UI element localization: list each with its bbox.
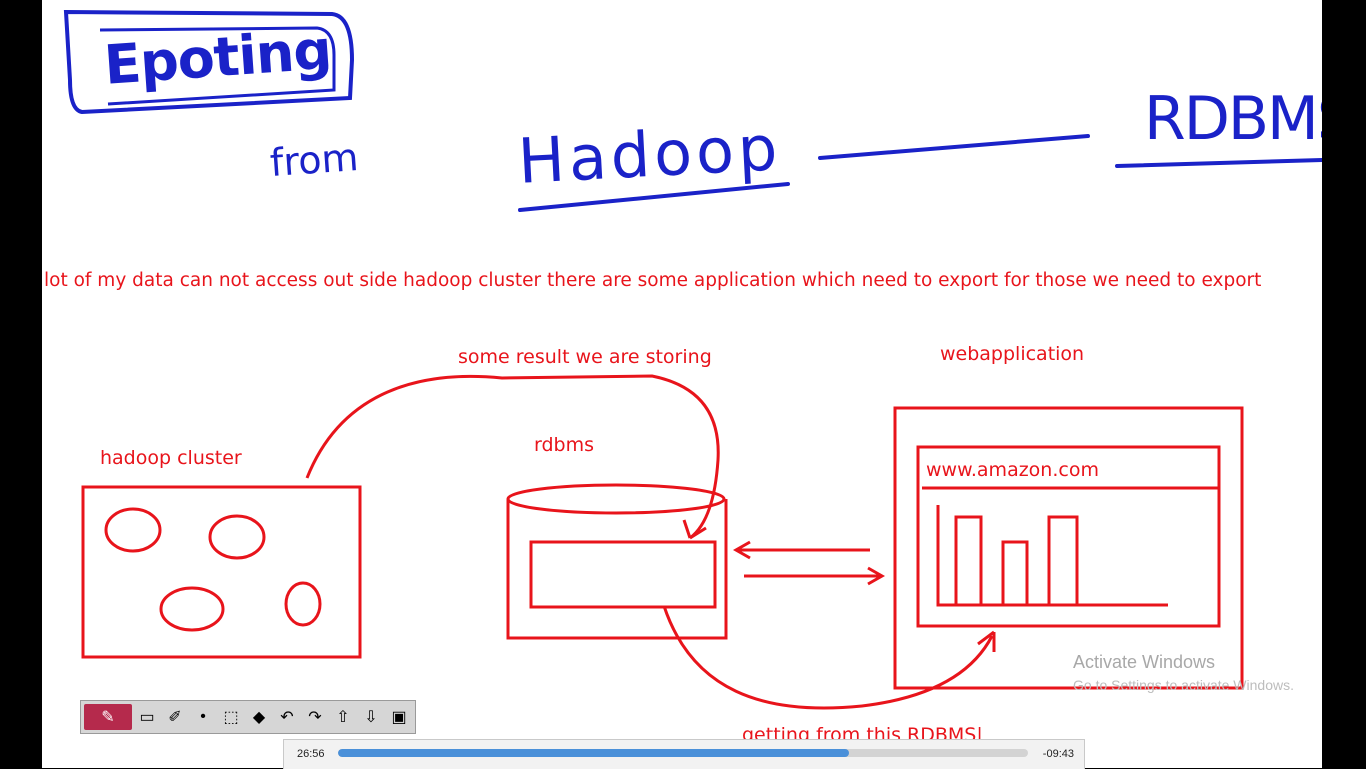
- annotation-toolbar: ✎ ▭ ✐ • ⬚ ◆ ↶ ↷ ⇧ ⇩ ▣: [80, 700, 416, 734]
- label-rdbms: rdbms: [534, 434, 595, 456]
- red-drawings: [81, 374, 1244, 710]
- select-icon[interactable]: ⬚: [223, 709, 239, 726]
- rdbms-cylinder-top: [506, 483, 726, 515]
- upload-icon[interactable]: ⇧: [336, 709, 350, 726]
- activate-windows-subtitle: Go to Settings to activate Windows.: [1073, 677, 1294, 693]
- pen-tool-icon[interactable]: ✎: [84, 704, 132, 730]
- whiteboard-canvas[interactable]: Epoting from Hadoop RDBMS lot of my data…: [42, 0, 1322, 768]
- browser-window: [916, 445, 1221, 628]
- progress-track[interactable]: [338, 749, 1028, 757]
- cluster-node: [159, 586, 225, 632]
- eraser-icon[interactable]: ◆: [252, 709, 266, 726]
- redo-icon[interactable]: ↷: [308, 709, 322, 726]
- arrow-to-webapp: [744, 566, 886, 586]
- hadoop-cluster-box: [81, 485, 362, 659]
- undo-icon[interactable]: ↶: [280, 709, 294, 726]
- word-rdbms: RDBMS: [1144, 84, 1322, 154]
- label-result-storing: some result we are storing: [458, 346, 712, 368]
- cluster-node: [208, 514, 266, 560]
- marker-icon[interactable]: ✐: [168, 709, 182, 726]
- rdbms-cylinder-body: [506, 499, 728, 640]
- curve-rdbms-to-webapp: [662, 605, 994, 710]
- download-icon[interactable]: ⇩: [364, 709, 378, 726]
- webapp-outer-box: [893, 406, 1244, 690]
- blue-handwriting: [63, 9, 1322, 212]
- screen-icon[interactable]: ▭: [139, 709, 155, 726]
- rdbms-table: [529, 540, 717, 609]
- cluster-node: [104, 507, 162, 553]
- elapsed-time: 26:56: [297, 748, 325, 760]
- activate-windows-title: Activate Windows: [1073, 652, 1216, 672]
- cluster-node: [284, 581, 322, 627]
- folder-icon[interactable]: ▣: [391, 709, 407, 726]
- progress-fill: [338, 749, 849, 757]
- label-webapplication: webapplication: [940, 343, 1085, 365]
- remaining-time: -09:43: [1042, 748, 1074, 760]
- label-url: www.amazon.com: [926, 459, 1099, 481]
- video-player-bar: 26:56 -09:43: [283, 739, 1085, 769]
- label-hadoop-cluster: hadoop cluster: [100, 447, 242, 469]
- arrow-to-rdbms: [732, 540, 870, 560]
- dot-icon[interactable]: •: [200, 708, 206, 725]
- curve-cluster-to-rdbms: [305, 374, 720, 540]
- description-text: lot of my data can not access out side h…: [44, 270, 1262, 291]
